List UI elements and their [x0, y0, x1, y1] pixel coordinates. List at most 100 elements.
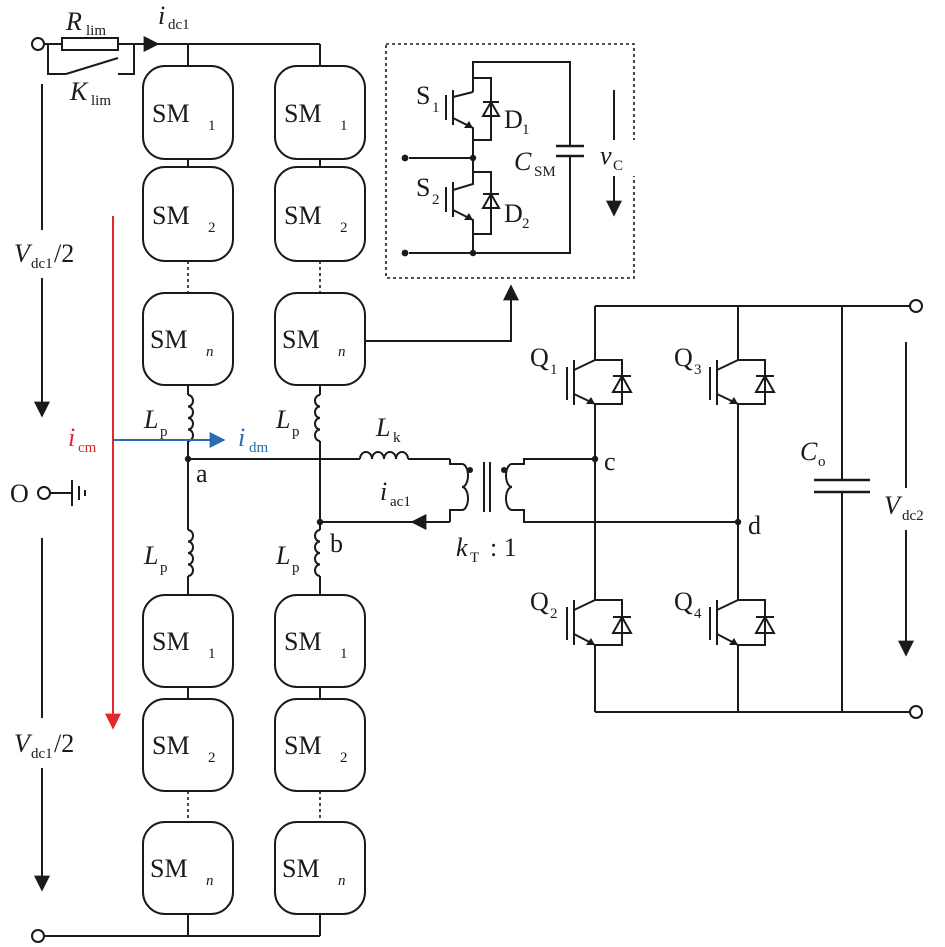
smn-upper-left: [142, 292, 234, 386]
label-co: C: [800, 437, 818, 466]
label-i-dc1: i: [158, 1, 165, 30]
label-s1: S: [416, 81, 430, 110]
label-vc: v: [600, 141, 612, 170]
sm1-upper-left: [142, 65, 234, 160]
label-node-b: b: [330, 529, 343, 558]
label-q2: Q: [530, 587, 549, 616]
smn-ur-text: SM: [282, 325, 320, 354]
sm2-ur-text: SM: [284, 201, 322, 230]
label-node-d: d: [748, 511, 761, 540]
label-vdc1-bot-tail: /2: [54, 729, 74, 758]
sm2-ur-sub: 2: [340, 220, 348, 236]
smn-ul-sub: n: [206, 344, 214, 360]
sm1-ll-sub: 1: [208, 646, 216, 662]
label-iac1: i: [380, 477, 387, 506]
smn-lr-sub: n: [338, 873, 346, 889]
label-lp-ur: L: [275, 405, 290, 434]
transformer-primary: [461, 463, 469, 511]
sm2-ll-sub: 2: [208, 750, 216, 766]
label-q2-sub: 2: [550, 606, 558, 622]
sm2-lower-right: [274, 698, 366, 792]
label-q4: Q: [674, 587, 693, 616]
label-lp-lr-sub: p: [292, 560, 300, 576]
label-q3-sub: 3: [694, 362, 702, 378]
label-s2: S: [416, 173, 430, 202]
sm2-ll-text: SM: [152, 731, 190, 760]
smn-lr-text: SM: [282, 854, 320, 883]
sm-labels: SM 1 SM 1 SM 2 SM 2 SM n SM n SM 1 SM 1 …: [150, 99, 348, 889]
label-lp-ul-sub: p: [160, 424, 168, 440]
label-kt: k: [456, 533, 468, 562]
label-co-sub: o: [818, 454, 826, 470]
ac-link: [184, 451, 742, 530]
inductor-lp-upper-left: [187, 394, 194, 442]
label-k-lim-sub: lim: [91, 93, 111, 109]
sm1-ur-sub: 1: [340, 118, 348, 134]
igbt-q3: [709, 359, 776, 405]
label-idm-sub: dm: [249, 440, 269, 456]
label-lk: L: [375, 413, 390, 442]
label-k-lim: K: [69, 77, 89, 106]
bypass-switch-right: [118, 44, 135, 75]
transformer-secondary: [505, 463, 513, 511]
label-lk-sub: k: [393, 430, 401, 446]
label-vdc2: V: [884, 491, 903, 520]
sm1-ur-text: SM: [284, 99, 322, 128]
label-lp-ul: L: [143, 405, 158, 434]
sm1-lr-sub: 1: [340, 646, 348, 662]
terminal-top-left: [31, 37, 45, 51]
sm1-upper-right: [274, 65, 366, 160]
sm-detail-pointer: [365, 284, 519, 342]
limiting-resistor: [61, 37, 119, 51]
terminal-bottom-left: [31, 929, 45, 943]
label-s1-sub: 1: [432, 100, 440, 116]
label-node-a: a: [196, 459, 208, 488]
sm2-lower-left: [142, 698, 234, 792]
sm1-ul-sub: 1: [208, 118, 216, 134]
label-r-lim-sub: lim: [86, 23, 106, 39]
sm2-ul-text: SM: [152, 201, 190, 230]
label-vdc1-bot: V: [14, 729, 33, 758]
sm2-lr-sub: 2: [340, 750, 348, 766]
sm-detail-border: [385, 43, 635, 279]
igbt-q4: [709, 599, 776, 646]
label-i-dc1-sub: dc1: [168, 17, 190, 33]
label-lp-ll: L: [143, 541, 158, 570]
label-q1-sub: 1: [550, 362, 558, 378]
label-d2: D: [504, 199, 523, 228]
inductor-lp-lower-right: [314, 529, 321, 577]
label-q3: Q: [674, 343, 693, 372]
ground-node: [37, 480, 86, 506]
label-r-lim: R: [65, 7, 82, 36]
label-lp-ur-sub: p: [292, 424, 300, 440]
dc-input-top: [31, 36, 320, 75]
sm2-ul-sub: 2: [208, 220, 216, 236]
bypass-switch-blade: [65, 57, 119, 75]
sm1-lower-left: [142, 594, 234, 688]
label-kt-ratio: : 1: [490, 533, 517, 562]
label-lp-ll-sub: p: [160, 560, 168, 576]
sm2-upper-left: [142, 166, 234, 262]
label-node-c: c: [604, 447, 616, 476]
full-bridge: [594, 299, 942, 719]
smn-ll-sub: n: [206, 873, 214, 889]
smn-ur-sub: n: [338, 344, 346, 360]
label-lp-lr: L: [275, 541, 290, 570]
label-icm: i: [68, 423, 75, 452]
diode-d1: [481, 99, 501, 117]
label-csm-sub: SM: [534, 164, 556, 180]
smn-ll-text: SM: [150, 854, 188, 883]
label-vdc2-sub: dc2: [902, 508, 924, 524]
label-q1: Q: [530, 343, 549, 372]
igbt-q1: [566, 359, 633, 405]
smn-lower-left: [142, 821, 234, 915]
sm1-lower-right: [274, 594, 366, 688]
label-vdc1-top-tail: /2: [54, 239, 74, 268]
label-vdc1-bot-sub: dc1: [31, 746, 53, 762]
sm2-lr-text: SM: [284, 731, 322, 760]
smn-lower-right: [274, 821, 366, 915]
label-o: O: [10, 479, 29, 508]
label-d1-sub: 1: [522, 122, 530, 138]
